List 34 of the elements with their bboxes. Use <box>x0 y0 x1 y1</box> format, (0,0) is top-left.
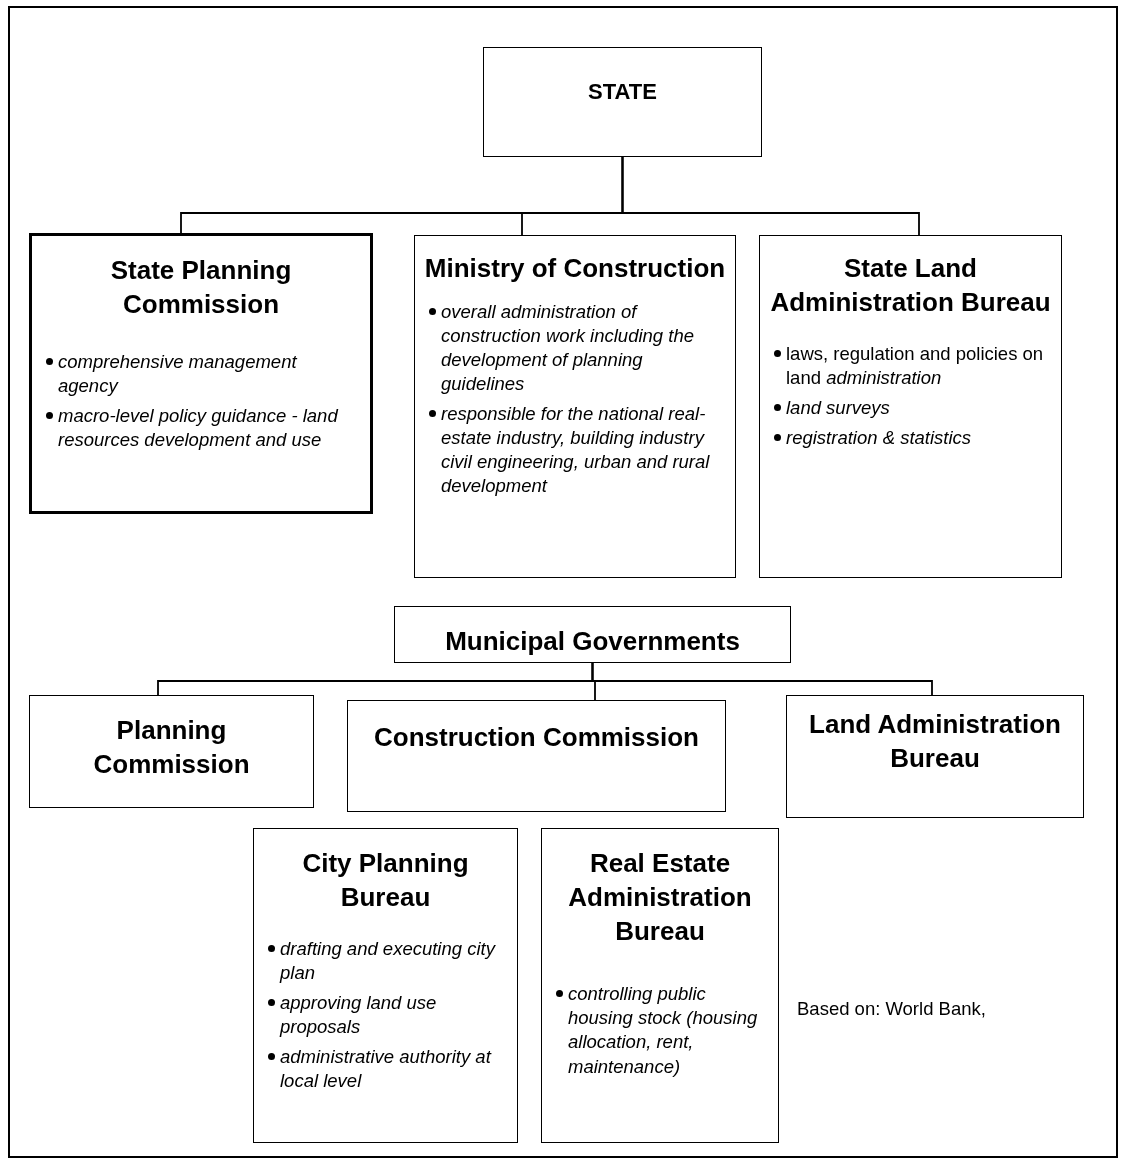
bullet-item: approving land use proposals <box>268 990 505 1039</box>
bullet-item: overall administration of construction work including the development of planning guidelines <box>429 299 723 396</box>
org-box <box>786 695 1084 818</box>
bullet-item: land surveys <box>774 395 1049 420</box>
org-box <box>483 47 762 157</box>
connector-line <box>591 662 933 696</box>
org-box <box>29 233 373 514</box>
org-box <box>541 828 779 1143</box>
bullet-item: comprehensive management agency <box>46 349 358 398</box>
org-box <box>29 695 314 808</box>
box-title: State Planning Commission <box>109 254 293 321</box>
source-note: Based on: World Bank, <box>797 998 986 1020</box>
org-box <box>394 606 791 663</box>
org-box <box>759 235 1062 578</box>
bullet-item: macro-level policy guidance - land resources development and use <box>46 403 358 452</box>
bullet-item: responsible for the national real-estate industry, building industry civil engineering, urban and rural development <box>429 402 723 499</box>
box-title: Planning Commission <box>92 714 251 781</box>
box-title: City Planning Bureau <box>301 847 470 914</box>
box-title: State Land Administration Bureau <box>769 252 1052 319</box>
box-title: Ministry of Construction <box>423 252 727 285</box>
bullet-item: laws, regulation and policies on land administration <box>774 341 1049 390</box>
box-title: Land Administration Bureau <box>808 708 1062 775</box>
box-title: Municipal Governments <box>444 625 741 658</box>
connector-line <box>621 156 920 236</box>
org-box <box>347 700 726 812</box>
org-box <box>253 828 518 1143</box>
bullet-item: registration & statistics <box>774 425 1049 450</box>
bullet-item: drafting and executing city plan <box>268 936 505 985</box>
box-title: STATE <box>587 78 658 106</box>
org-box <box>414 235 736 578</box>
box-title: Real Estate Administration Bureau <box>567 847 753 948</box>
bullet-item: controlling public housing stock (housing allocation, rent, maintenance) <box>556 982 766 1079</box>
box-title: Construction Commission <box>373 721 700 754</box>
bullet-item: administrative authority at local level <box>268 1044 505 1093</box>
